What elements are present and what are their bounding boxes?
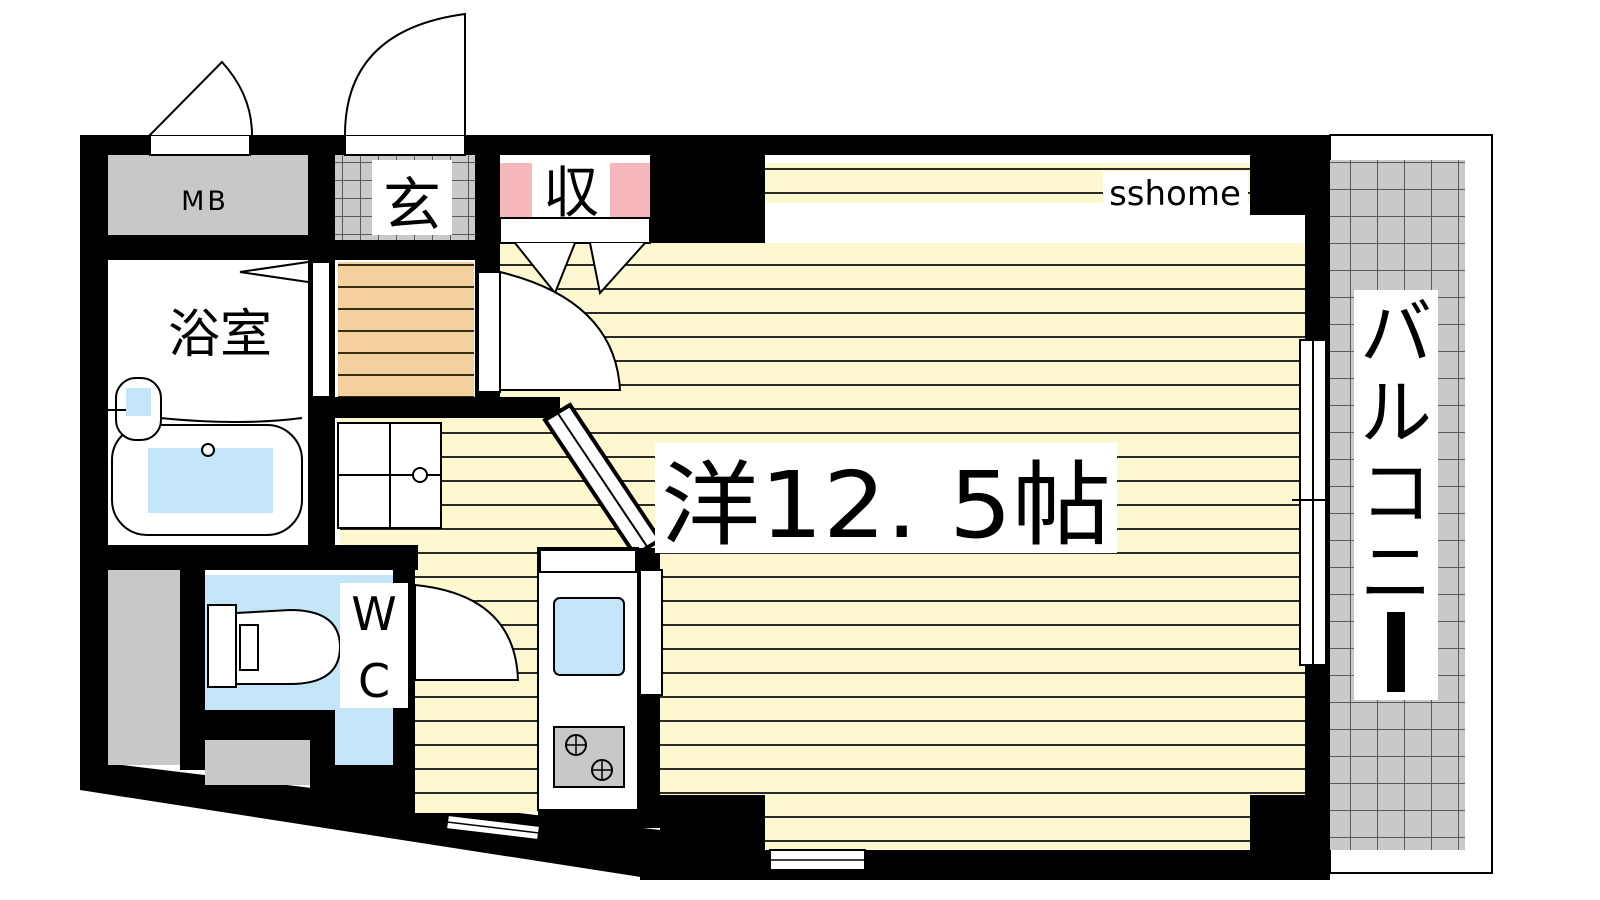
- hall-door: [477, 270, 622, 393]
- balcony-char-1: バ: [1360, 291, 1432, 375]
- balcony: バ ル コ ニ: [1329, 134, 1493, 874]
- stove-icon: [553, 726, 625, 788]
- main-room-label-group: 洋12. 5帖: [655, 443, 1117, 559]
- entrance: 玄: [335, 12, 475, 397]
- storage-label: 収: [543, 161, 599, 226]
- bottom-windows: [444, 813, 866, 871]
- balcony-window: [1292, 339, 1334, 666]
- bathroom: 浴室: [108, 260, 335, 550]
- entrance-label: 玄: [383, 171, 441, 239]
- front-door-icon: [344, 12, 466, 136]
- meter-box-door-icon: [149, 60, 253, 136]
- meter-box-label: MB: [181, 186, 229, 217]
- laundry-space: [335, 397, 560, 529]
- balcony-char-5-bar: [1387, 612, 1405, 692]
- column-blocks: [650, 155, 1305, 850]
- toilet-room: W C: [108, 545, 520, 810]
- hall-door-swing-icon: [499, 270, 622, 391]
- kitchen-sink-icon: [553, 597, 625, 676]
- balcony-char-2: ル: [1360, 371, 1432, 455]
- toilet-door-icon: [414, 583, 520, 681]
- toilet-label-w: W: [351, 587, 396, 641]
- watermark-text: sshome: [1109, 174, 1241, 214]
- meter-box: MB: [108, 60, 335, 260]
- bathroom-label: 浴室: [168, 305, 272, 365]
- balcony-char-3: コ: [1360, 451, 1432, 535]
- kitchen: [537, 547, 663, 828]
- balcony-char-4: ニ: [1360, 531, 1432, 615]
- toilet-bowl-icon: [235, 608, 342, 685]
- toilet-label-c: C: [358, 654, 390, 708]
- toilet-tank-icon: [207, 604, 237, 688]
- main-room-label: 洋12. 5帖: [661, 452, 1111, 559]
- balcony-label: バ ル コ ニ: [1360, 291, 1432, 692]
- entry-hall-floor: [338, 262, 474, 397]
